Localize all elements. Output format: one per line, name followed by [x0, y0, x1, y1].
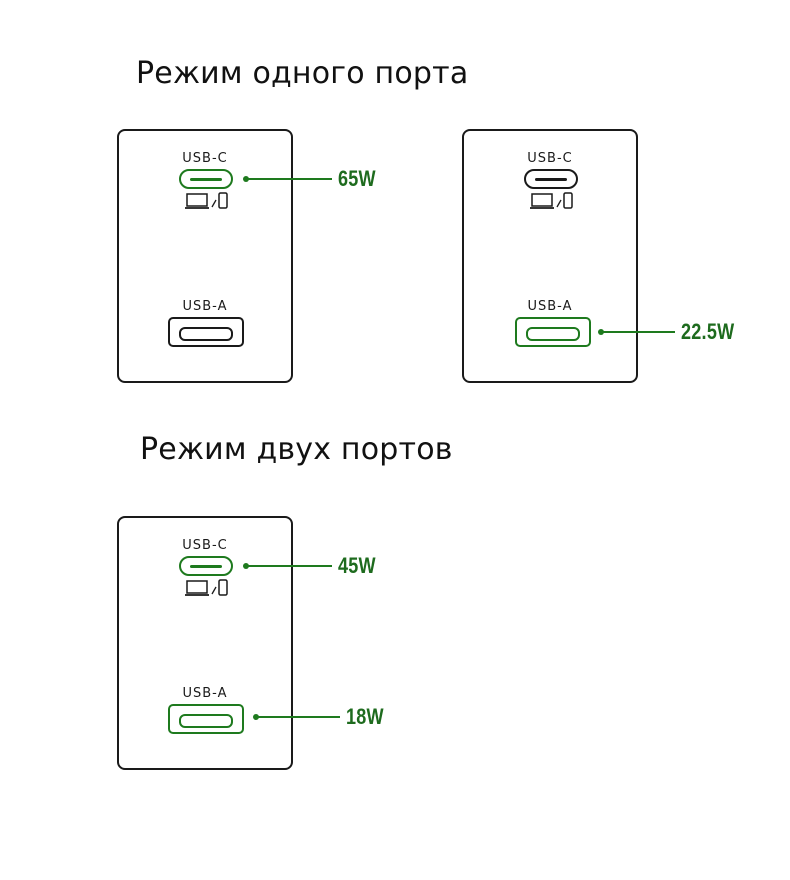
usb-c-power-leader [243, 563, 332, 569]
usb-a-power-leader [253, 714, 340, 720]
usb-c-power-value: 65W [338, 166, 376, 191]
usb-a-label: USB-A [527, 299, 573, 314]
laptop-phone-icon [185, 192, 228, 209]
laptop-phone-icon [185, 579, 228, 596]
usb-c-label: USB-C [182, 538, 228, 553]
usb-a-port [168, 317, 244, 347]
usb-a-power-value: 18W [346, 704, 384, 729]
single-port-mode-title: Режим одного порта [136, 56, 469, 91]
laptop-phone-icon [530, 192, 573, 209]
usb-c-label: USB-C [182, 151, 228, 166]
usb-a-port [515, 317, 591, 347]
usb-c-port [179, 169, 233, 189]
usb-a-power-value: 22.5W [681, 319, 735, 344]
charger-single-usba: USB-C USB-A [462, 129, 638, 383]
usb-c-port [524, 169, 578, 189]
usb-c-label: USB-C [527, 151, 573, 166]
dual-port-mode-title: Режим двух портов [140, 432, 453, 467]
usb-c-power-value: 45W [338, 553, 376, 578]
usb-a-label: USB-A [182, 686, 228, 701]
usb-c-power-leader [243, 176, 332, 182]
charger-single-usbc: USB-C USB-A [117, 129, 293, 383]
usb-a-label: USB-A [182, 299, 228, 314]
charger-dual: USB-C USB-A [117, 516, 293, 770]
usb-a-port [168, 704, 244, 734]
usb-c-port [179, 556, 233, 576]
usb-a-power-leader [598, 329, 675, 335]
